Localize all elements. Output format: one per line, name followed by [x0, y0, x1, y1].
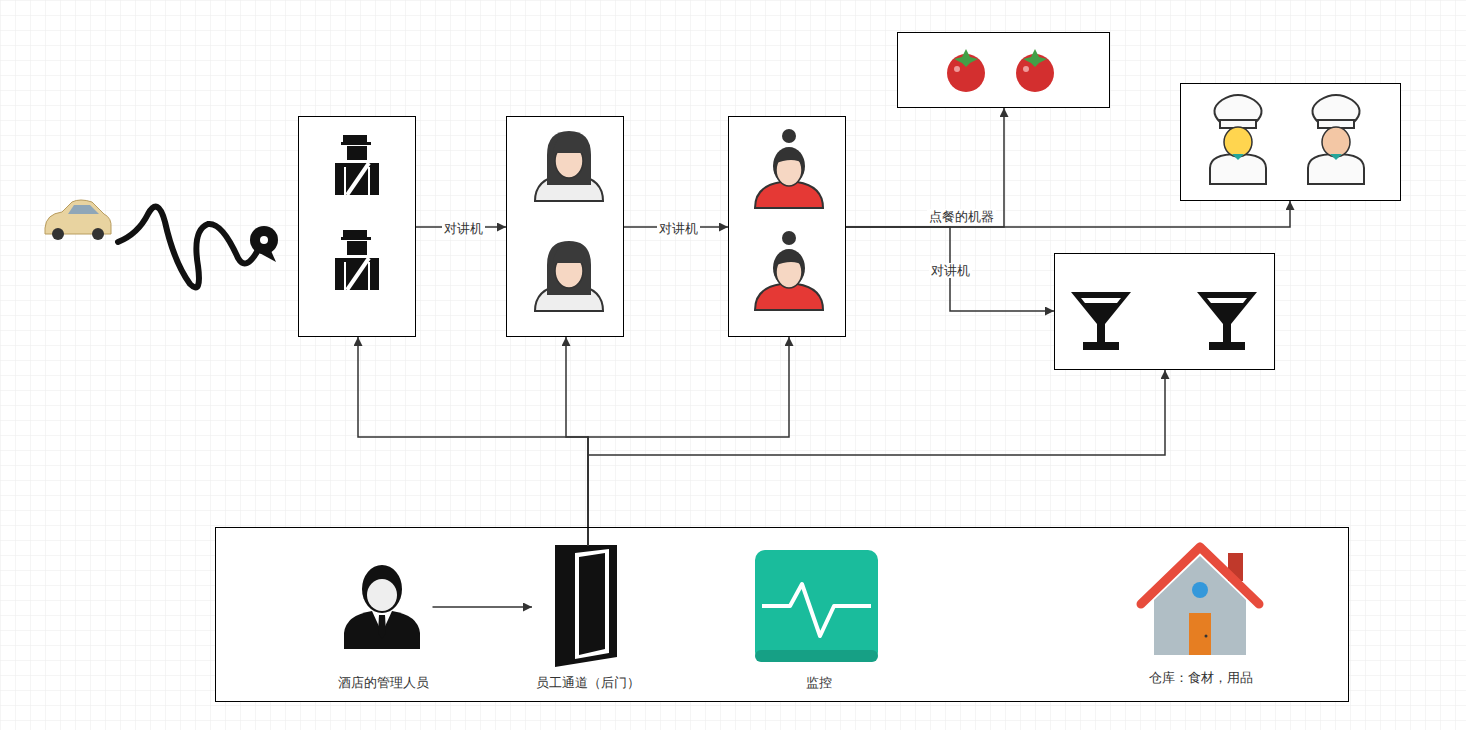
- glass-icon: [1071, 292, 1131, 350]
- edge-label: 对讲机: [657, 221, 700, 236]
- manager-icon: [344, 565, 420, 649]
- warehouse-icon: [1141, 547, 1259, 655]
- node-label: 监控: [802, 674, 836, 691]
- monitor-node: 监控: [802, 551, 836, 691]
- connector: [433, 606, 533, 608]
- chef-icon: [1308, 95, 1364, 184]
- edge-label: 点餐的机器: [927, 209, 996, 224]
- node-label: 员工通道（后门）: [532, 674, 644, 691]
- edge-label: 对讲机: [929, 263, 972, 278]
- connector: [588, 337, 789, 546]
- edge-label: 对讲机: [442, 221, 485, 236]
- connector: [846, 201, 1290, 227]
- door-icon: [555, 545, 617, 667]
- connector: [358, 337, 588, 546]
- manager-node: 酒店的管理人员: [334, 556, 433, 691]
- backstage-band: 酒店的管理人员 员工通道（后门） 监控 仓库：食材，用品: [215, 527, 1349, 702]
- waitress-icon: [755, 129, 823, 208]
- waitress-box: [728, 116, 846, 337]
- box-fills: [215, 32, 1401, 702]
- bar-box: [1054, 253, 1275, 370]
- chef-box: [1180, 83, 1401, 201]
- connector: [588, 370, 1165, 546]
- route-squiggle: [118, 207, 278, 288]
- node-label: 酒店的管理人员: [334, 674, 433, 691]
- guard-box: [298, 116, 416, 337]
- tomato-icon: [947, 49, 985, 92]
- order-box: [897, 32, 1110, 108]
- connector: [846, 227, 1054, 311]
- chef-icon: [1210, 95, 1266, 184]
- guard-icon: [335, 135, 379, 195]
- receptionist-icon: [535, 131, 603, 201]
- monitor-icon: [755, 550, 878, 662]
- connector: [566, 337, 588, 546]
- door-node: 员工通道（后门）: [532, 546, 644, 691]
- reception-box: [506, 116, 624, 337]
- node-label: 仓库：食材，用品: [1145, 669, 1257, 686]
- warehouse-node: 仓库：食材，用品: [1145, 543, 1257, 686]
- car-icon: [45, 200, 111, 240]
- connector: [846, 108, 1004, 227]
